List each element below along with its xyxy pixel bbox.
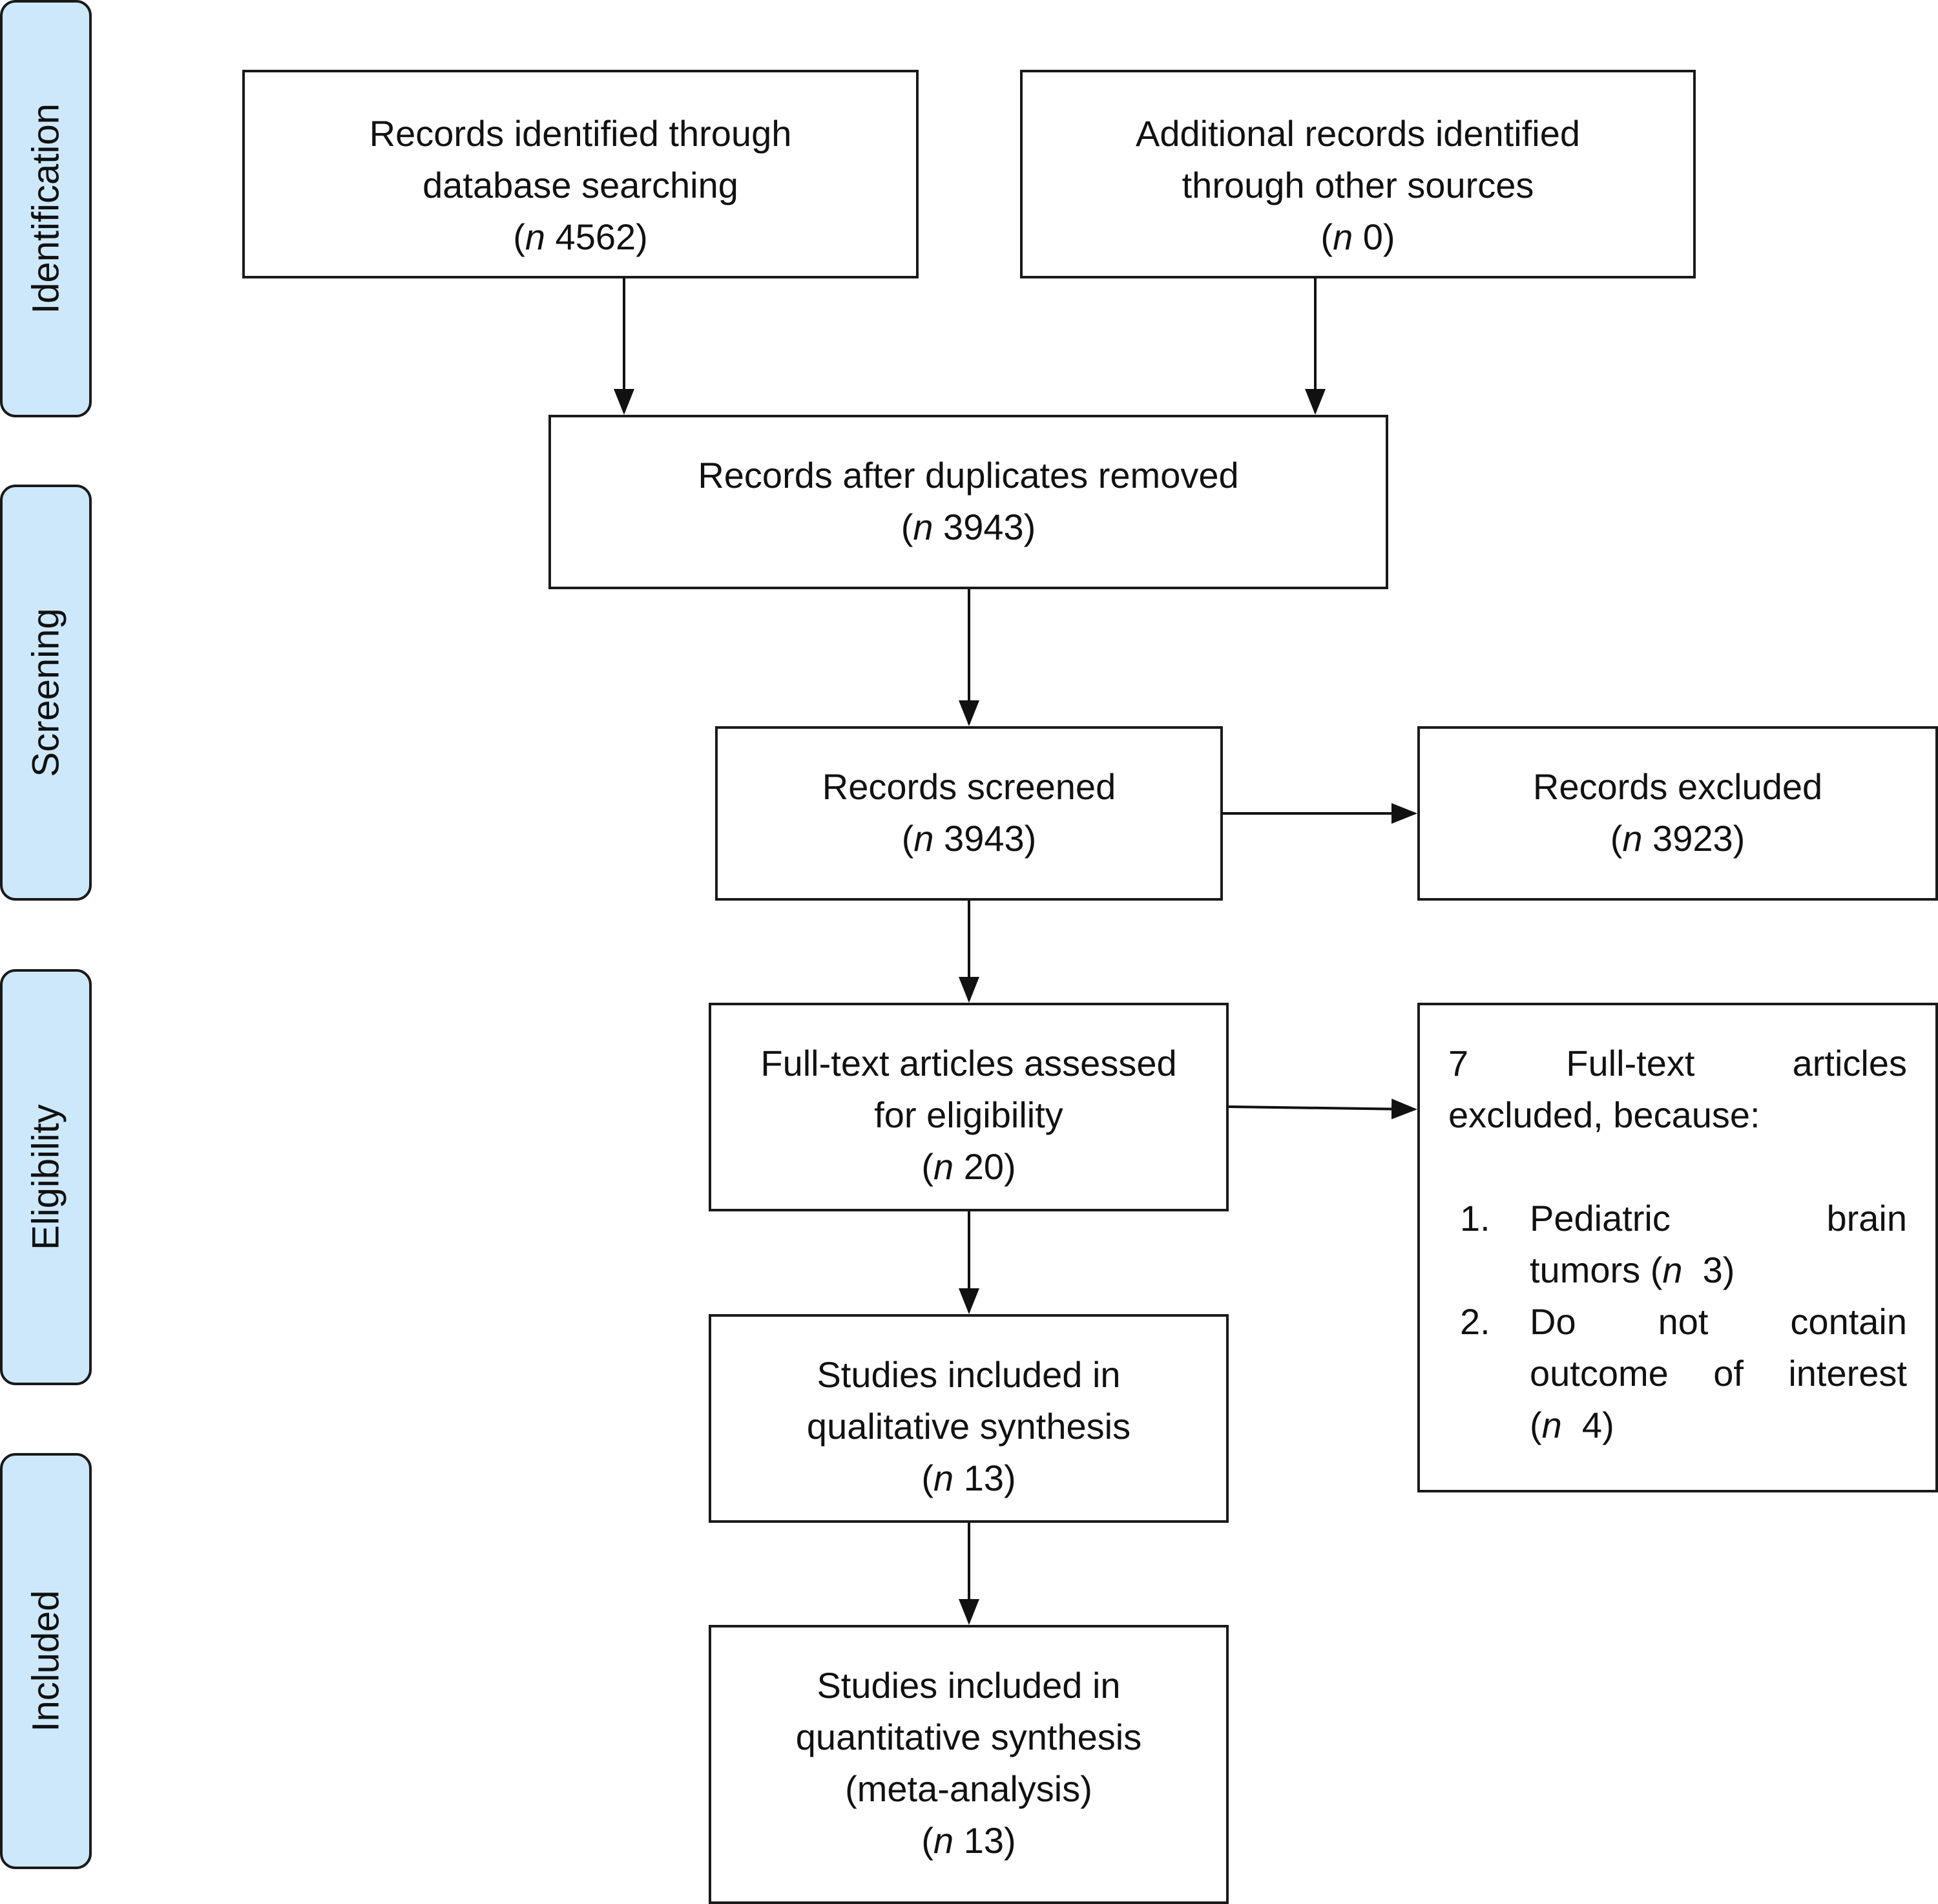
box-count: (n 20) <box>921 1146 1016 1187</box>
box-text: through other sources <box>1182 165 1534 205</box>
reason-text: not <box>1658 1301 1709 1342</box>
reason-count: tumors (n 3) <box>1530 1250 1735 1290</box>
reason-text: brain <box>1826 1198 1907 1239</box>
box-text: Records excluded <box>1532 766 1823 807</box>
box-text: for eligibility <box>874 1094 1063 1135</box>
arrow-fulltext-to-excluded <box>1228 1098 1417 1120</box>
box-text: Studies included in <box>817 1665 1121 1706</box>
box-qualitative-synthesis: Studies included in qualitative synthesi… <box>709 1314 1229 1523</box>
box-text: Additional records identified <box>1136 113 1580 154</box>
reason-text: of <box>1713 1353 1744 1394</box>
reason-count: (n 4) <box>1530 1405 1614 1445</box>
box-other-sources: Additional records identified through ot… <box>1020 70 1696 278</box>
excluded-word: articles <box>1792 1043 1907 1083</box>
box-duplicates-removed: Records after duplicates removed (n 3943… <box>548 415 1388 589</box>
stage-eligibility: Eligibility <box>0 969 92 1385</box>
box-count: (n 3943) <box>901 507 1036 547</box>
box-fulltext-excluded: 7 Full-text articles excluded, because: … <box>1417 1003 1938 1492</box>
stage-screening: Screening <box>0 485 92 901</box>
box-text: quantitative synthesis <box>795 1717 1142 1757</box>
box-count: (n 4562) <box>513 216 648 257</box>
box-count: (n 3943) <box>901 818 1037 859</box>
excluded-count: 7 <box>1448 1043 1469 1083</box>
exclusion-reason-1: 1. Pediatric brain tumors (n 3) <box>1448 1193 1907 1296</box>
box-records-screened: Records screened (n 3943) <box>715 726 1223 901</box>
box-text: Records identified through <box>369 113 792 154</box>
reason-text: outcome <box>1530 1353 1669 1394</box>
exclusion-reason-2: 2. Do not contain outcome of interest (n… <box>1448 1296 1907 1451</box>
box-database-search: Records identified through database sear… <box>242 70 919 278</box>
box-text: database searching <box>422 165 738 205</box>
box-fulltext-assessed: Full-text articles assessed for eligibil… <box>709 1003 1229 1211</box>
reason-text: Do <box>1530 1301 1576 1342</box>
box-count: (n 0) <box>1320 216 1395 257</box>
box-count: (n 3923) <box>1610 818 1745 859</box>
stage-included: Included <box>0 1453 92 1869</box>
box-text: qualitative synthesis <box>806 1406 1131 1447</box>
box-text: (meta-analysis) <box>845 1768 1092 1809</box>
box-text: Records after duplicates removed <box>698 455 1239 496</box>
reason-number: 1. <box>1460 1198 1490 1239</box>
box-text: Full-text articles assessed <box>760 1043 1177 1083</box>
box-count: (n 13) <box>921 1458 1016 1498</box>
reason-text: interest <box>1788 1353 1907 1394</box>
reason-text: Pediatric <box>1530 1198 1671 1239</box>
reason-number: 2. <box>1460 1301 1490 1342</box>
stage-identification: Identification <box>0 0 92 417</box>
excluded-header-line2: excluded, because: <box>1448 1094 1760 1135</box>
box-text: Studies included in <box>817 1354 1121 1395</box>
box-count: (n 13) <box>921 1820 1016 1861</box>
box-records-excluded: Records excluded (n 3923) <box>1417 726 1938 901</box>
box-text: Records screened <box>822 766 1116 807</box>
box-quantitative-synthesis: Studies included in quantitative synthes… <box>709 1625 1229 1904</box>
excluded-word: Full-text <box>1566 1043 1695 1083</box>
excluded-header-line: 7 Full-text articles <box>1448 1038 1907 1089</box>
reason-text: contain <box>1790 1301 1907 1342</box>
